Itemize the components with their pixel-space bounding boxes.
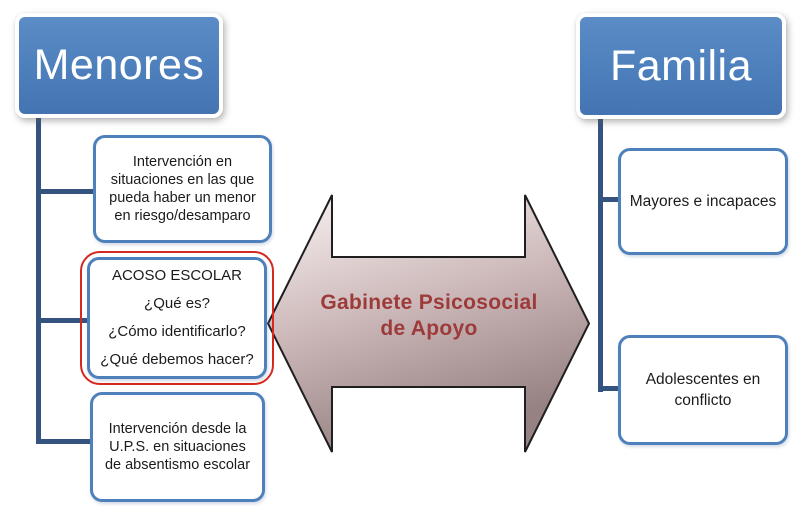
double-arrow-shape: [266, 194, 591, 453]
child-box-acoso-escolar: ACOSO ESCOLAR ¿Qué es? ¿Cómo identificar…: [87, 257, 267, 379]
child-box-mayores: Mayores e incapaces: [618, 148, 788, 255]
header-familia-label: Familia: [609, 41, 753, 90]
child-box-intervencion-riesgo: Intervención en situaciones en las que p…: [93, 135, 272, 243]
child-box-mayores-text: Mayores e incapaces: [629, 193, 777, 210]
child-box-acoso-escolar-text: ACOSO ESCOLAR ¿Qué es? ¿Cómo identificar…: [100, 267, 254, 368]
center-arrow-label: Gabinete Psicosocial de Apoyo: [320, 291, 538, 340]
header-menores-label: Menores: [33, 41, 205, 89]
left-connector-branch-1: [36, 189, 94, 194]
right-connector-branch-1: [598, 197, 619, 202]
child-box-absentismo: Intervención desde la U.P.S. en situacio…: [90, 392, 265, 502]
right-connector-trunk: [598, 117, 603, 392]
header-box-familia: Familia: [576, 13, 786, 119]
child-box-adolescentes-text: Adolescentes en conflicto: [645, 371, 761, 409]
left-connector-branch-3: [36, 439, 91, 444]
child-box-absentismo-text: Intervención desde la U.P.S. en situacio…: [104, 421, 251, 473]
right-connector-branch-2: [598, 386, 619, 391]
child-box-adolescentes: Adolescentes en conflicto: [618, 335, 788, 445]
left-connector-trunk: [36, 116, 41, 444]
header-box-menores: Menores: [15, 13, 223, 118]
child-box-intervencion-riesgo-text: Intervención en situaciones en las que p…: [109, 154, 256, 224]
left-connector-branch-2: [36, 318, 88, 323]
